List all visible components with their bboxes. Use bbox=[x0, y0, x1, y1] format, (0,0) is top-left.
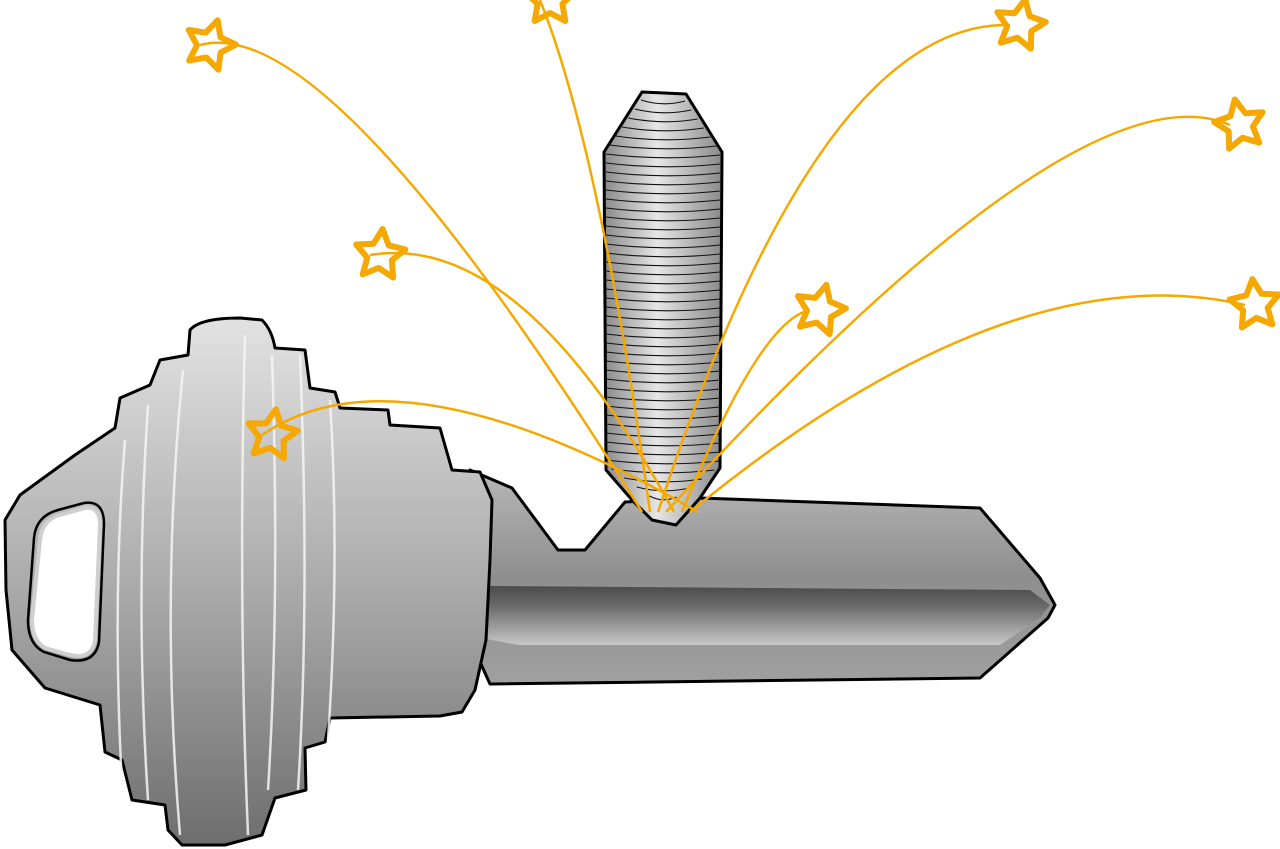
spark-arc bbox=[656, 23, 1011, 513]
spark-arc bbox=[680, 308, 811, 513]
key-icon bbox=[3, 316, 1057, 847]
star-icon bbox=[245, 406, 301, 462]
key-head bbox=[3, 316, 494, 847]
star-icon bbox=[1211, 96, 1266, 152]
key-blade-channel bbox=[360, 585, 1050, 645]
spark-arc bbox=[538, 0, 652, 513]
star-icon bbox=[1226, 276, 1280, 331]
star-icon bbox=[353, 226, 409, 281]
key-ring-hole bbox=[29, 505, 103, 658]
spark-arc bbox=[369, 251, 676, 513]
spark-arc bbox=[199, 41, 644, 513]
key-head-grooves bbox=[116, 334, 336, 836]
star-icon bbox=[994, 0, 1049, 52]
spark-stars bbox=[185, 0, 1280, 462]
star-icon bbox=[185, 17, 239, 73]
spark-arcs bbox=[199, 0, 1246, 514]
spark-arc bbox=[689, 294, 1246, 513]
spark-arc bbox=[261, 399, 699, 514]
spark-arc bbox=[665, 115, 1231, 513]
star-icon bbox=[529, 0, 571, 24]
star-icon bbox=[795, 281, 849, 338]
key-blade bbox=[468, 468, 1057, 686]
